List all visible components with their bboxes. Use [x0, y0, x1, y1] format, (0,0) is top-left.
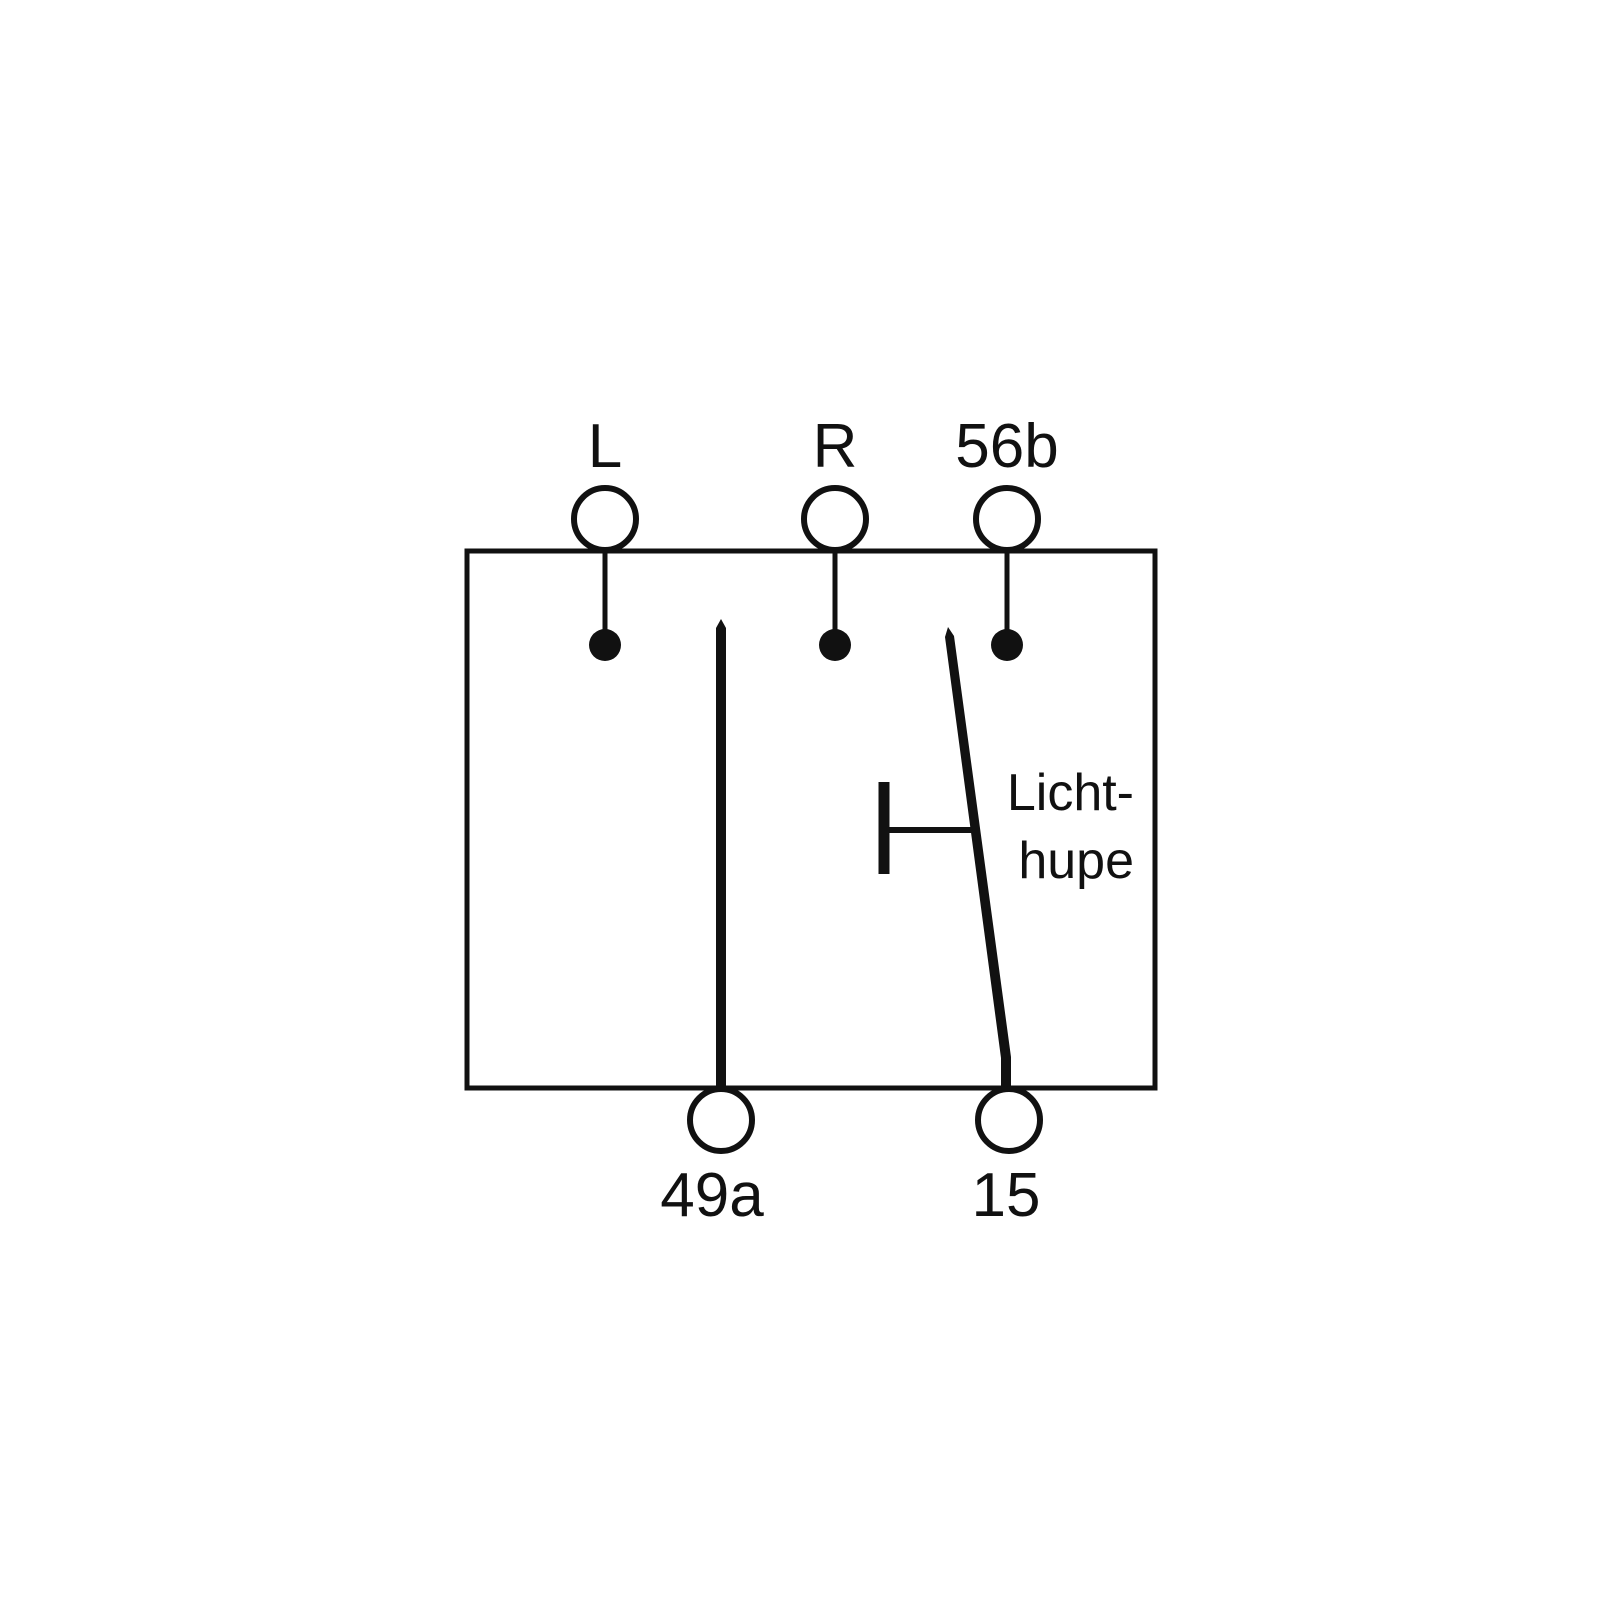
switch-blade-49a [716, 619, 726, 1086]
terminal-L-ring [571, 485, 639, 553]
terminal-15-label: 15 [972, 1161, 1041, 1230]
terminal-49a: 49a [660, 1086, 764, 1230]
terminal-56b-ring [973, 485, 1041, 553]
terminal-R: R [801, 412, 869, 661]
terminal-15-ring [975, 1086, 1043, 1154]
terminal-L-label: L [588, 412, 622, 481]
push-button-actuator [878, 782, 974, 874]
terminal-49a-ring [687, 1086, 755, 1154]
terminal-R-label: R [813, 412, 858, 481]
switch-label-line1: Licht- [1007, 764, 1134, 822]
terminal-R-ring [801, 485, 869, 553]
switch-label-line2: hupe [1018, 832, 1134, 890]
switch-blade-15 [945, 627, 1011, 1086]
terminal-56b: 56b [955, 412, 1059, 661]
terminal-R-contact [819, 629, 851, 661]
terminal-56b-label: 56b [955, 412, 1058, 481]
terminal-56b-contact [991, 629, 1023, 661]
terminal-15: 15 [972, 1086, 1043, 1230]
terminal-L-contact [589, 629, 621, 661]
switch-housing [464, 548, 1158, 1091]
terminal-L: L [571, 412, 639, 661]
terminal-49a-label: 49a [660, 1161, 764, 1230]
